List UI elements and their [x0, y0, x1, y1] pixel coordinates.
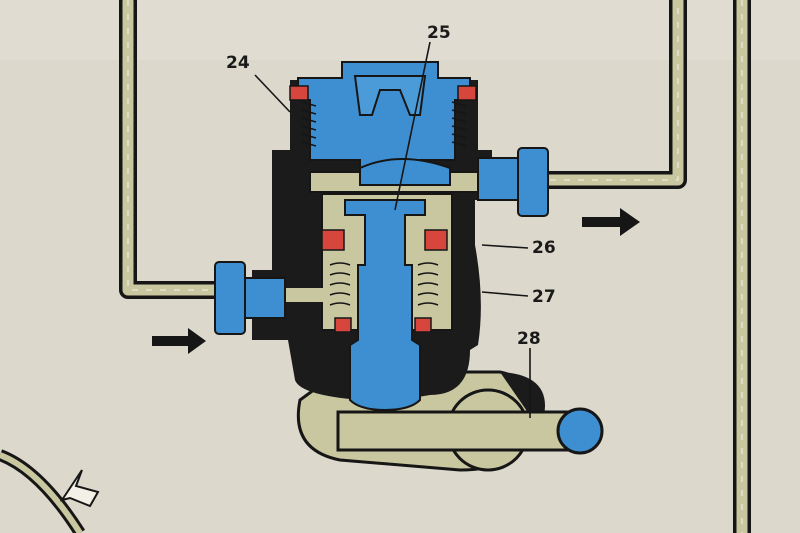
label-part-27: 27: [532, 287, 556, 307]
outlet-fitting: [477, 147, 549, 217]
inlet-fitting: [214, 261, 286, 335]
outflow-arrow-icon: [582, 208, 640, 236]
cap-threads: [301, 101, 467, 147]
label-part-24: 24: [226, 53, 250, 73]
inlet-pipe: [119, 0, 225, 299]
lever-rod: [336, 407, 604, 455]
red-seals: [289, 85, 477, 333]
label-part-26: 26: [532, 238, 556, 258]
return-springs: [329, 262, 439, 306]
upper-valve-disc: [359, 158, 451, 186]
hollow-arrow-icon: [59, 469, 100, 508]
label-part-28: 28: [517, 329, 541, 349]
label-part-25: 25: [427, 23, 451, 43]
top-cap: [297, 61, 471, 179]
top-cap-slot: [353, 75, 427, 116]
plunger-piston: [344, 199, 426, 412]
leader-lines: [254, 41, 531, 418]
wheel-fragment: [0, 449, 86, 533]
inflow-arrow-icon: [152, 328, 206, 354]
